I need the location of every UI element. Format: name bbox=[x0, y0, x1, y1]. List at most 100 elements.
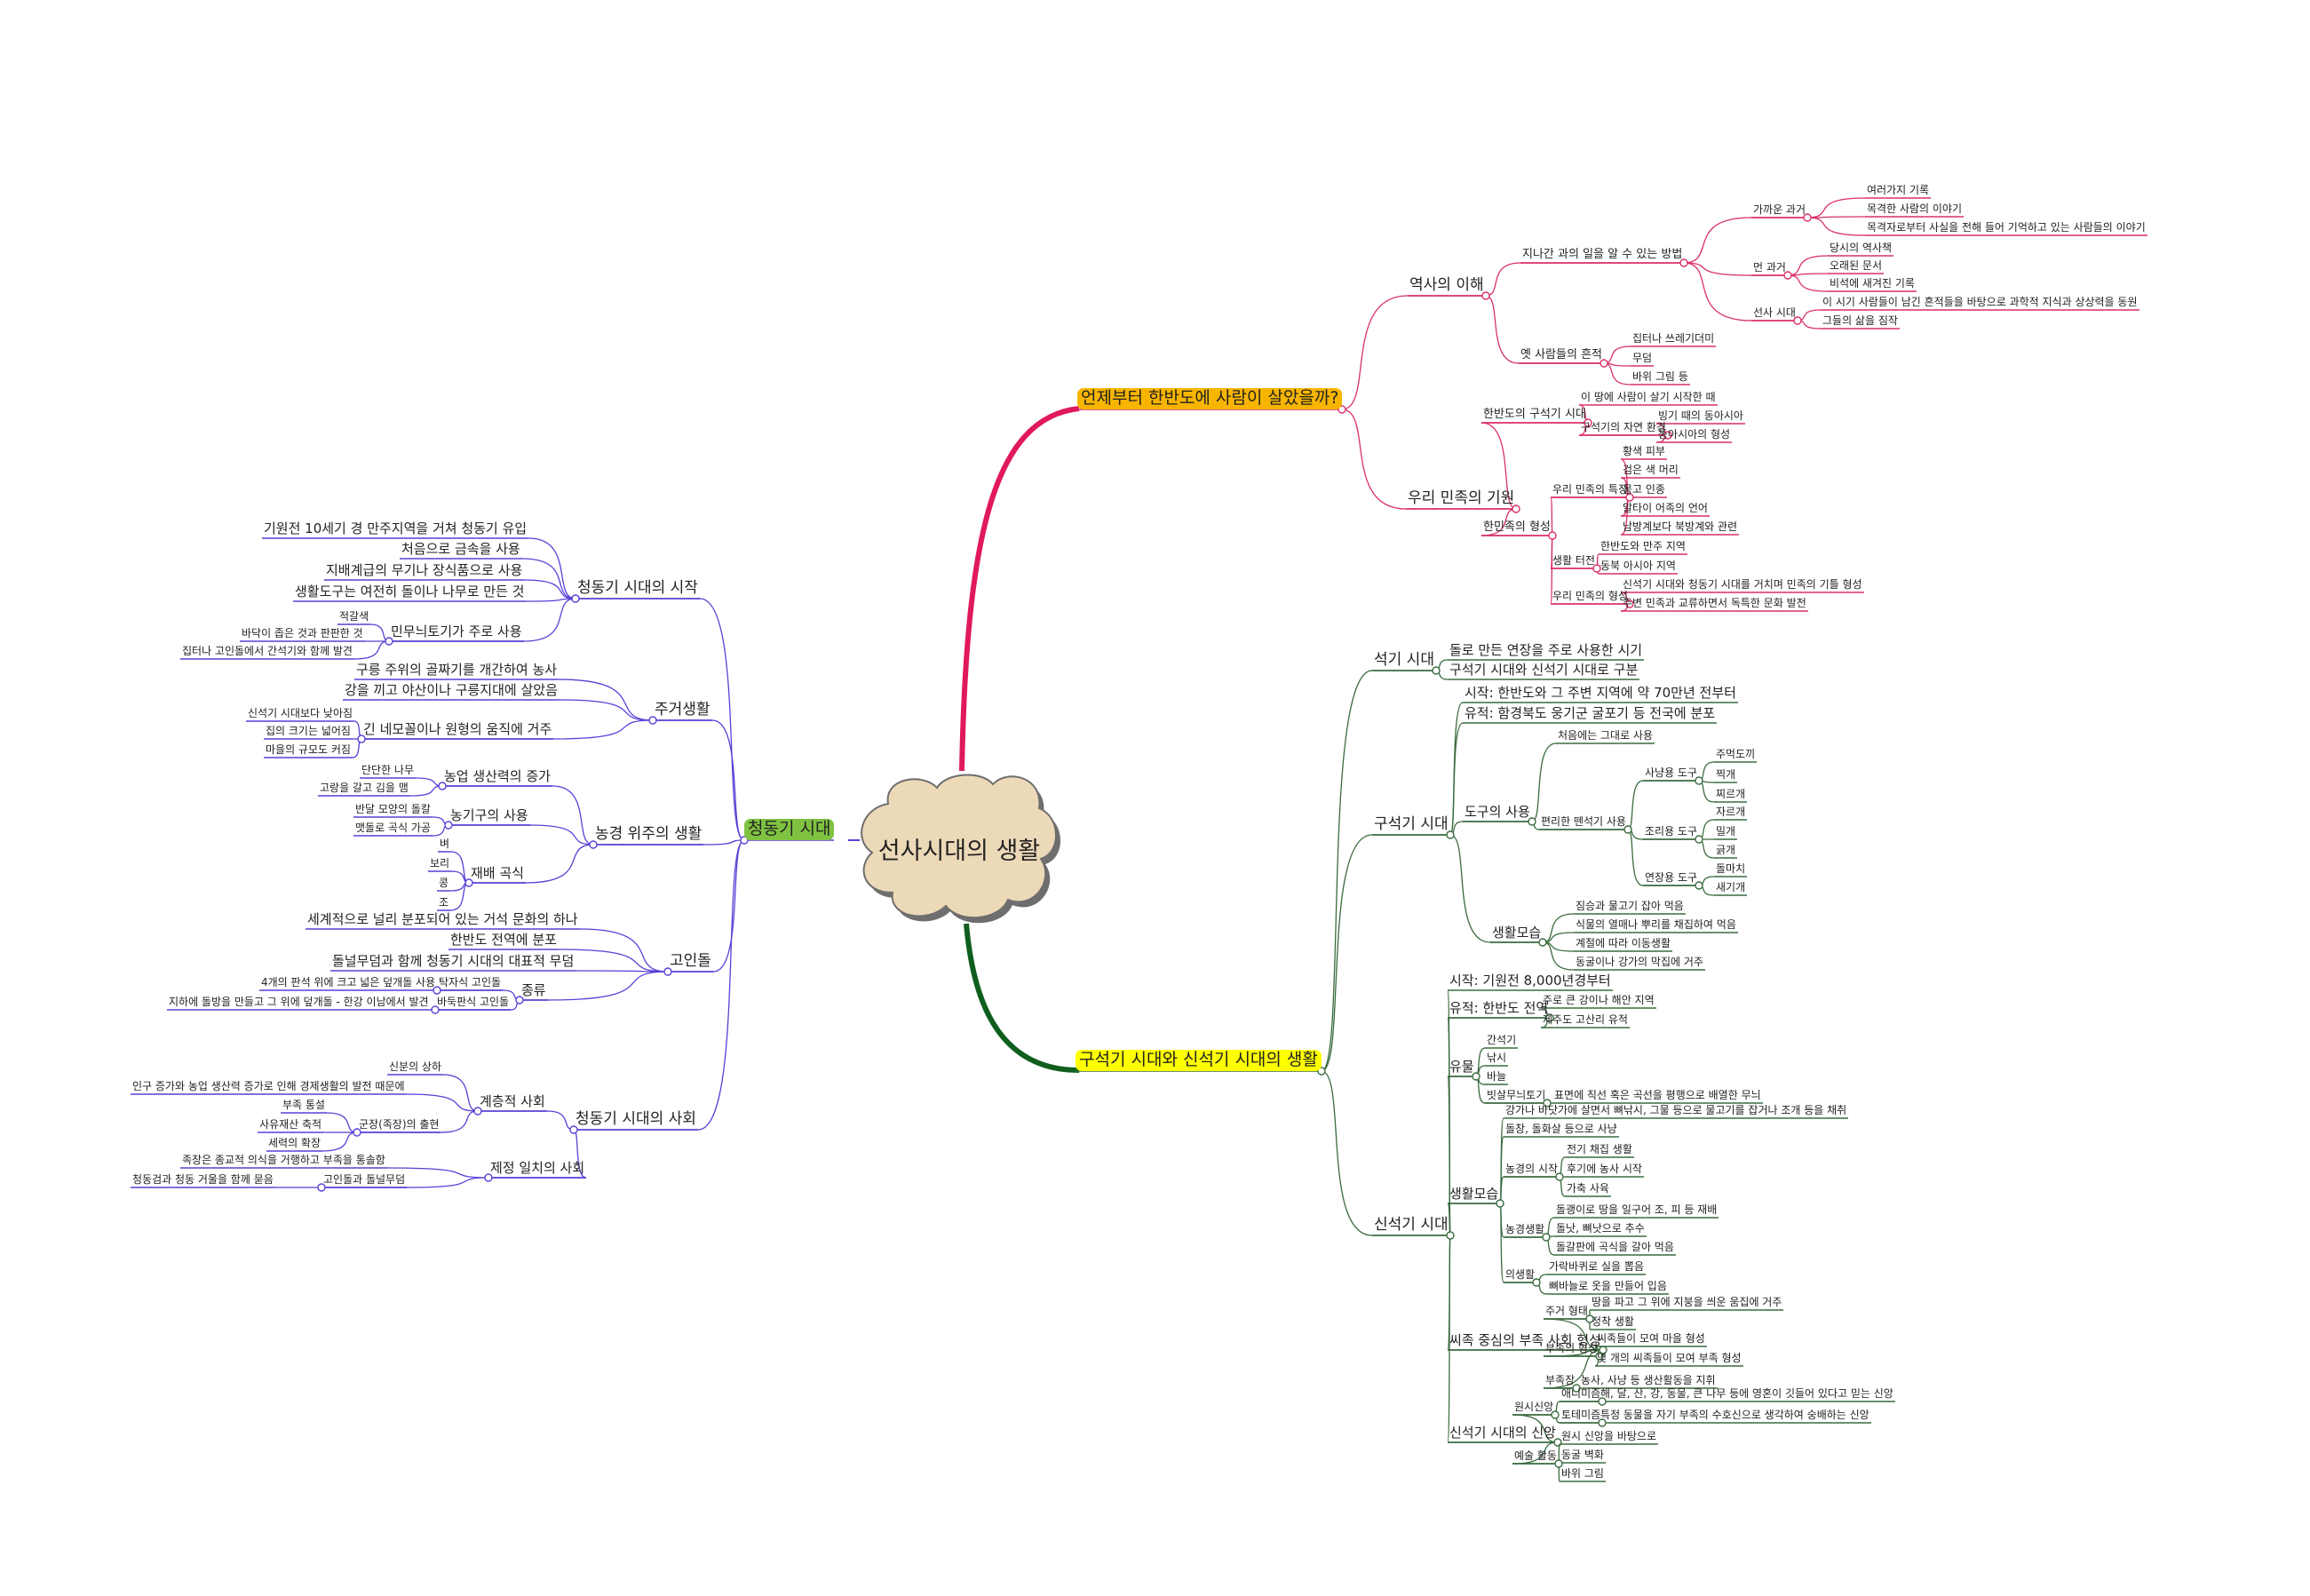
leaf[interactable]: 주로 큰 강이나 해안 지역 bbox=[1543, 994, 1655, 1006]
leaf[interactable]: 이 시기 사람들이 남긴 흔적들을 바탕으로 과학적 지식과 상상력을 동원 bbox=[1822, 296, 2138, 308]
leaf[interactable]: 빙기 때의 동아시아 bbox=[1658, 409, 1743, 422]
leaf[interactable]: 생활도구는 여전히 돌이나 나무로 만든 것 bbox=[295, 584, 525, 599]
topic-neo-sites[interactable]: 유적: 한반도 전역 bbox=[1449, 1000, 1549, 1016]
leaf[interactable]: 바위 그림 등 bbox=[1632, 370, 1688, 383]
leaf[interactable]: 바위 그림 bbox=[1561, 1467, 1604, 1480]
topic-crafting-tools[interactable]: 연장용 도구 bbox=[1645, 871, 1698, 884]
leaf[interactable]: 주먹도끼 bbox=[1716, 748, 1756, 760]
topic-productivity[interactable]: 농업 생산력의 증가 bbox=[444, 768, 551, 784]
topic-bronze-farming[interactable]: 농경 위주의 생활 bbox=[595, 825, 703, 843]
leaf[interactable]: 바늘 bbox=[1487, 1070, 1507, 1083]
leaf[interactable]: 강을 끼고 야산이나 구릉지대에 살았음 bbox=[345, 682, 558, 698]
topic-nation-formation[interactable]: 우리 민족의 형성 bbox=[1552, 590, 1628, 602]
branch-when-people-lived[interactable]: 언제부터 한반도에 사람이 살았을까? bbox=[1077, 388, 1343, 409]
topic-tomb[interactable]: 고인돌과 돌널무덤 bbox=[323, 1173, 406, 1186]
leaf[interactable]: 세계적으로 널리 분포되어 있는 거석 문화의 하나 bbox=[307, 911, 578, 927]
topic-relics[interactable]: 유물 bbox=[1449, 1059, 1474, 1075]
leaf[interactable]: 콩 bbox=[439, 877, 449, 889]
leaf[interactable]: 세력의 확장 bbox=[268, 1137, 321, 1149]
leaf[interactable]: 후기에 농사 시작 bbox=[1567, 1163, 1642, 1175]
leaf[interactable]: 짐승과 물고기 잡아 먹음 bbox=[1576, 900, 1684, 912]
leaf[interactable]: 찌르개 bbox=[1716, 788, 1746, 800]
leaf[interactable]: 낚시 bbox=[1487, 1052, 1507, 1064]
leaf[interactable]: 이 땅에 사람이 살기 시작한 때 bbox=[1581, 391, 1716, 403]
leaf[interactable]: 돌로 만든 연장을 주로 사용한 시기 bbox=[1449, 642, 1643, 658]
leaf[interactable]: 적갈색 bbox=[339, 610, 369, 623]
leaf[interactable]: 신석기 시대보다 낮아짐 bbox=[248, 707, 353, 719]
topic-history-understanding[interactable]: 역사의 이해 bbox=[1409, 276, 1484, 294]
topic-class-society[interactable]: 계층적 사회 bbox=[480, 1093, 545, 1109]
leaf[interactable]: 돌낫, 뼈낫으로 추수 bbox=[1556, 1222, 1645, 1235]
leaf[interactable]: 가락바퀴로 실을 뽑음 bbox=[1549, 1260, 1644, 1273]
leaf[interactable]: 집의 크기는 넓어짐 bbox=[266, 725, 351, 737]
leaf[interactable]: 정착 생활 bbox=[1592, 1315, 1634, 1328]
leaf[interactable]: 몽고 인종 bbox=[1623, 483, 1665, 496]
leaf[interactable]: 보리 bbox=[430, 857, 450, 869]
topic-baduk-dolmen[interactable]: 바둑판식 고인돌 bbox=[437, 996, 510, 1008]
topic-stone-age[interactable]: 석기 시대 bbox=[1374, 651, 1434, 669]
topic-table-dolmen[interactable]: 탁자식 고인돌 bbox=[439, 976, 502, 989]
leaf[interactable]: 돌마치 bbox=[1716, 862, 1746, 875]
topic-dolmen-types[interactable]: 종류 bbox=[521, 982, 546, 998]
leaf[interactable]: 가축 사육 bbox=[1567, 1182, 1609, 1195]
leaf[interactable]: 동굴이나 강가의 막집에 거주 bbox=[1576, 956, 1703, 968]
topic-totemism[interactable]: 토테미즘 bbox=[1561, 1409, 1601, 1421]
leaf[interactable]: 바닥이 좁은 것과 판판한 것 bbox=[242, 627, 363, 639]
leaf[interactable]: 해, 달, 산, 강, 동물, 큰 나무 등에 영혼이 깃들어 있다고 믿는 신… bbox=[1600, 1387, 1893, 1400]
topic-tribe-formation[interactable]: 부족의 형성 bbox=[1545, 1342, 1599, 1354]
topic-grains[interactable]: 재배 곡식 bbox=[471, 865, 524, 881]
leaf[interactable]: 집터나 고인돌에서 간석기와 함께 발견 bbox=[182, 645, 353, 657]
topic-farming-life[interactable]: 농경생활 bbox=[1505, 1223, 1545, 1235]
topic-chipped-stone[interactable]: 편리한 뗀석기 사용 bbox=[1541, 815, 1626, 828]
leaf[interactable]: 몇 개의 씨족들이 모여 부족 형성 bbox=[1597, 1352, 1742, 1364]
topic-cooking-tools[interactable]: 조리용 도구 bbox=[1645, 825, 1698, 838]
leaf[interactable]: 한반도 전역에 분포 bbox=[450, 932, 557, 948]
topic-far-past[interactable]: 먼 과거 bbox=[1753, 261, 1786, 274]
topic-housing-type[interactable]: 주거 형태 bbox=[1545, 1305, 1588, 1317]
topic-bronze-society[interactable]: 청동기 시대의 사회 bbox=[576, 1110, 696, 1128]
leaf[interactable]: 남방계보다 북방계와 관련 bbox=[1623, 520, 1738, 533]
leaf[interactable]: 밀개 bbox=[1716, 825, 1736, 838]
leaf[interactable]: 족장은 종교적 의식을 거행하고 부족을 통솔함 bbox=[182, 1154, 385, 1166]
leaf[interactable]: 표면에 직선 혹은 곡선을 평행으로 배열한 무늬 bbox=[1554, 1089, 1761, 1101]
topic-comb-pottery[interactable]: 빗살무늬토기 bbox=[1487, 1089, 1546, 1101]
topic-ethnic-features[interactable]: 우리 민족의 특징 bbox=[1552, 483, 1628, 496]
leaf[interactable]: 당시의 역사책 bbox=[1830, 242, 1893, 254]
leaf[interactable]: 목격자로부터 사실을 전해 들어 기억하고 있는 사람들의 이야기 bbox=[1867, 221, 2146, 234]
leaf[interactable]: 지하에 돌방을 만들고 그 위에 덮개돌 - 한강 이남에서 발견 bbox=[169, 996, 429, 1008]
leaf[interactable]: 처음으로 금속을 사용 bbox=[401, 541, 520, 557]
leaf[interactable]: 고랑을 갈고 김을 맴 bbox=[320, 782, 409, 794]
topic-dolmen[interactable]: 고인돌 bbox=[670, 952, 711, 970]
leaf[interactable]: 전기 채집 생활 bbox=[1567, 1143, 1632, 1155]
leaf[interactable]: 신분의 상하 bbox=[389, 1060, 442, 1073]
topic-clothing[interactable]: 의생활 bbox=[1505, 1268, 1536, 1281]
topic-traces[interactable]: 옛 사람들의 흔적 bbox=[1520, 348, 1602, 361]
leaf[interactable]: 농사, 사냥 등 생산활동을 지휘 bbox=[1581, 1374, 1716, 1386]
leaf[interactable]: 자르개 bbox=[1716, 806, 1746, 818]
topic-hunting-tools[interactable]: 사냥용 도구 bbox=[1645, 766, 1698, 779]
leaf[interactable]: 지배계급의 무기나 장식품으로 사용 bbox=[326, 562, 523, 578]
topic-neo-belief[interactable]: 신석기 시대의 신앙 bbox=[1449, 1425, 1556, 1441]
leaf[interactable]: 뼈바늘로 옷을 만들어 입음 bbox=[1549, 1280, 1667, 1292]
leaf[interactable]: 황색 피부 bbox=[1623, 445, 1665, 457]
leaf[interactable]: 그들의 삶을 짐작 bbox=[1822, 314, 1898, 327]
leaf[interactable]: 4개의 판석 위에 크고 넓은 덮개돌 사용 bbox=[261, 976, 436, 989]
leaf[interactable]: 동북 아시아 지역 bbox=[1600, 560, 1676, 572]
leaf[interactable]: 사유재산 축적 bbox=[259, 1118, 322, 1131]
leaf[interactable]: 간석기 bbox=[1487, 1034, 1517, 1046]
topic-plain-pottery[interactable]: 민무늬토기가 주로 사용 bbox=[391, 623, 522, 639]
branch-stone-age-life[interactable]: 구석기 시대와 신석기 시대의 생활 bbox=[1076, 1050, 1322, 1071]
leaf[interactable]: 청동검과 청동 거울을 함께 묻음 bbox=[132, 1173, 274, 1186]
topic-neo-life[interactable]: 생활모습 bbox=[1449, 1186, 1499, 1202]
topic-methods[interactable]: 지나간 과의 일을 알 수 있는 방법 bbox=[1522, 248, 1683, 261]
topic-han-formation[interactable]: 한민족의 형성 bbox=[1483, 520, 1551, 534]
topic-tribe-chief[interactable]: 부족장 bbox=[1545, 1374, 1576, 1386]
topic-clan-society[interactable]: 씨족 중심의 부족 사회 형성 bbox=[1449, 1332, 1601, 1348]
leaf[interactable]: 마을의 규모도 커짐 bbox=[266, 743, 351, 756]
leaf[interactable]: 비석에 새겨진 기록 bbox=[1830, 277, 1915, 290]
leaf[interactable]: 조 bbox=[439, 896, 449, 909]
topic-theocracy[interactable]: 제정 일치의 사회 bbox=[490, 1160, 585, 1176]
topic-bronze-housing[interactable]: 주거생활 bbox=[655, 701, 710, 719]
topic-farm-tools[interactable]: 농기구의 사용 bbox=[450, 807, 528, 823]
leaf[interactable]: 시작: 한반도와 그 주변 지역에 약 70만년 전부터 bbox=[1465, 685, 1736, 701]
